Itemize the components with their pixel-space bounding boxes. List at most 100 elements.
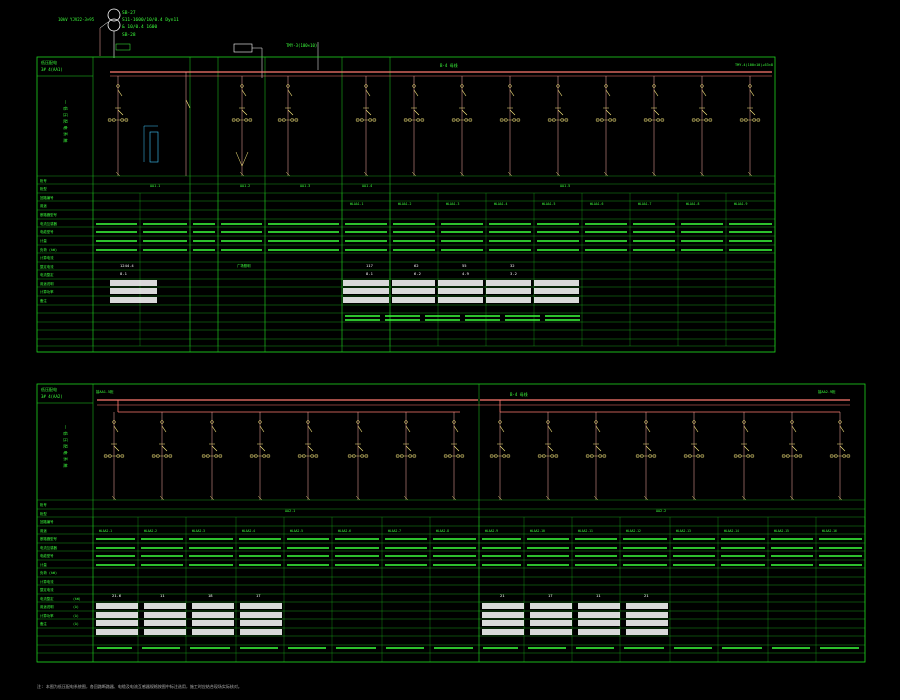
bot-cabinet-code-1: AA2.2 — [656, 509, 666, 513]
bot-feeder-code-13: WLAA2.14 — [724, 529, 739, 533]
switch-symbol — [287, 89, 293, 97]
top-data-cell-0-0 — [110, 280, 157, 286]
breaker-symbol — [307, 445, 314, 452]
top-feeder-2 — [277, 76, 299, 177]
bot-value-right-2: 11 — [596, 593, 601, 598]
top-data-cell-2-2 — [392, 297, 435, 303]
top-value-a-4: 32 — [510, 263, 515, 268]
top-data-cell-2-4 — [486, 297, 531, 303]
switch-symbol — [117, 89, 123, 97]
bot-data-cell-l-2-1 — [144, 620, 186, 626]
top-data-cell-1-4 — [486, 288, 531, 294]
top-data-cell-2-3 — [438, 297, 483, 303]
bot-feeder-8 — [489, 412, 511, 501]
bot-feeder-code-2: WLAA2.3 — [192, 529, 205, 533]
bot-value-left-0: 21.6 — [112, 593, 122, 598]
panel-top-side-title: 一 低 压 配 电 系 统 — [63, 100, 69, 142]
top-data-cell-1-3 — [438, 288, 483, 294]
top-cabinet-code-4: AA1.5 — [560, 184, 570, 188]
panel-top-header-2: 3# 4(AA1) — [41, 67, 63, 72]
top-data-cell-1-0 — [110, 288, 157, 294]
breaker-symbol — [499, 445, 506, 452]
top-cabinet-code-2: AA1.3 — [300, 184, 310, 188]
switch-symbol — [645, 425, 651, 433]
switch-symbol — [241, 89, 247, 97]
top-row-label-1: 柜型 — [40, 186, 47, 191]
panel-bottom-header-2: 3# 4(AA2) — [41, 394, 63, 399]
bot-data-cell-l-2-3 — [240, 620, 282, 626]
bot-data-cell-l-3-0 — [96, 629, 138, 635]
switch-symbol — [749, 89, 755, 97]
top-row-label-0: 柜号 — [40, 178, 47, 183]
bot-data-cell-l-2-0 — [96, 620, 138, 626]
top-feeder-code-4: WLAA1.5 — [542, 202, 556, 206]
breaker-symbol — [595, 445, 602, 452]
bot-feeder-2 — [201, 412, 223, 501]
top-value-a-0: 1244.4 — [120, 263, 134, 268]
bot-row-label-14: 备注 — [40, 621, 47, 626]
breaker-symbol — [693, 445, 700, 452]
breaker-symbol — [461, 109, 468, 116]
bot-row-label-10: 整定电流 — [40, 587, 54, 592]
bot-data-cell-l-0-2 — [192, 603, 234, 609]
breaker-symbol — [117, 109, 124, 116]
bot-data-cell-r-2-2 — [578, 620, 620, 626]
bot-feeder-code-12: WLAA2.13 — [676, 529, 691, 533]
top-feeder-code-0: WLAA1.1 — [350, 202, 364, 206]
switch-symbol — [557, 89, 563, 97]
breaker-symbol — [605, 109, 612, 116]
breaker-symbol — [287, 109, 294, 116]
bot-data-cell-r-2-3 — [626, 620, 668, 626]
switch-symbol — [259, 425, 265, 433]
transformer-label-line1: S11-1600/10/0.4 Dyn11 — [122, 17, 179, 23]
switch-symbol — [595, 425, 601, 433]
bot-cabinet-code-0: AA2.1 — [285, 509, 295, 513]
bot-feeder-code-5: WLAA2.6 — [338, 529, 351, 533]
top-cabinet-code-3: AA1.4 — [362, 184, 372, 188]
top-row-label-10: 整定电流 — [40, 264, 54, 269]
bot-data-cell-r-3-2 — [578, 629, 620, 635]
top-data-cell-1-5 — [534, 288, 579, 294]
capacitor-block: TMY-3(100×10) — [233, 42, 319, 78]
top-value-b-2: 6.2 — [414, 271, 421, 276]
panel-bottom-feeders — [103, 412, 851, 501]
transformer-label-line2: & 10/0.4 1600 — [122, 24, 158, 30]
panel-bottom-bus-end-label: 接AA2.9柜 — [818, 389, 836, 394]
breaker-symbol — [749, 109, 756, 116]
top-row-label-5: 电流互感器 — [40, 221, 58, 226]
breaker-symbol — [743, 445, 750, 452]
switch-symbol — [839, 425, 845, 433]
bot-feeder-code-14: WLAA2.15 — [774, 529, 789, 533]
bot-feeder-code-3: WLAA2.4 — [242, 529, 255, 533]
top-data-cell-0-3 — [438, 280, 483, 286]
bot-data-cell-l-1-3 — [240, 612, 282, 618]
breaker-symbol — [413, 109, 420, 116]
bot-data-cell-r-1-1 — [530, 612, 572, 618]
top-data-cell-1-2 — [392, 288, 435, 294]
top-row-label-7: 计量 — [40, 238, 47, 243]
bot-feeder-1 — [151, 412, 173, 501]
top-value-a-2: 62 — [414, 263, 419, 268]
capacitor-symbol — [235, 151, 249, 167]
bot-unit-0: (kW) — [73, 597, 81, 601]
breaker-symbol — [839, 445, 846, 452]
top-data-cell-0-2 — [392, 280, 435, 286]
top-feeder-code-7: WLAA1.8 — [686, 202, 700, 206]
bot-row-label-12: 用途说明 — [40, 604, 54, 609]
bot-data-cell-r-1-0 — [482, 612, 524, 618]
bot-feeder-7 — [443, 412, 465, 501]
bot-value-right-3: 21 — [644, 593, 649, 598]
switch-symbol — [499, 425, 505, 433]
top-data-cell-2-5 — [534, 297, 579, 303]
bot-data-cell-r-0-3 — [626, 603, 668, 609]
panel-bottom-header-1: 低压配电 — [41, 386, 57, 392]
top-data-cell-0-1 — [343, 280, 389, 286]
bot-feeder-code-4: WLAA2.5 — [290, 529, 303, 533]
top-feeder-code-6: WLAA1.7 — [638, 202, 652, 206]
bot-feeder-code-0: WLAA2.1 — [99, 529, 112, 533]
top-value-a-3: 55 — [462, 263, 467, 268]
breaker-symbol — [365, 109, 372, 116]
bot-value-right-1: 17 — [548, 593, 553, 598]
bot-value-left-1: 11 — [160, 593, 165, 598]
top-feeder-11 — [739, 76, 761, 177]
